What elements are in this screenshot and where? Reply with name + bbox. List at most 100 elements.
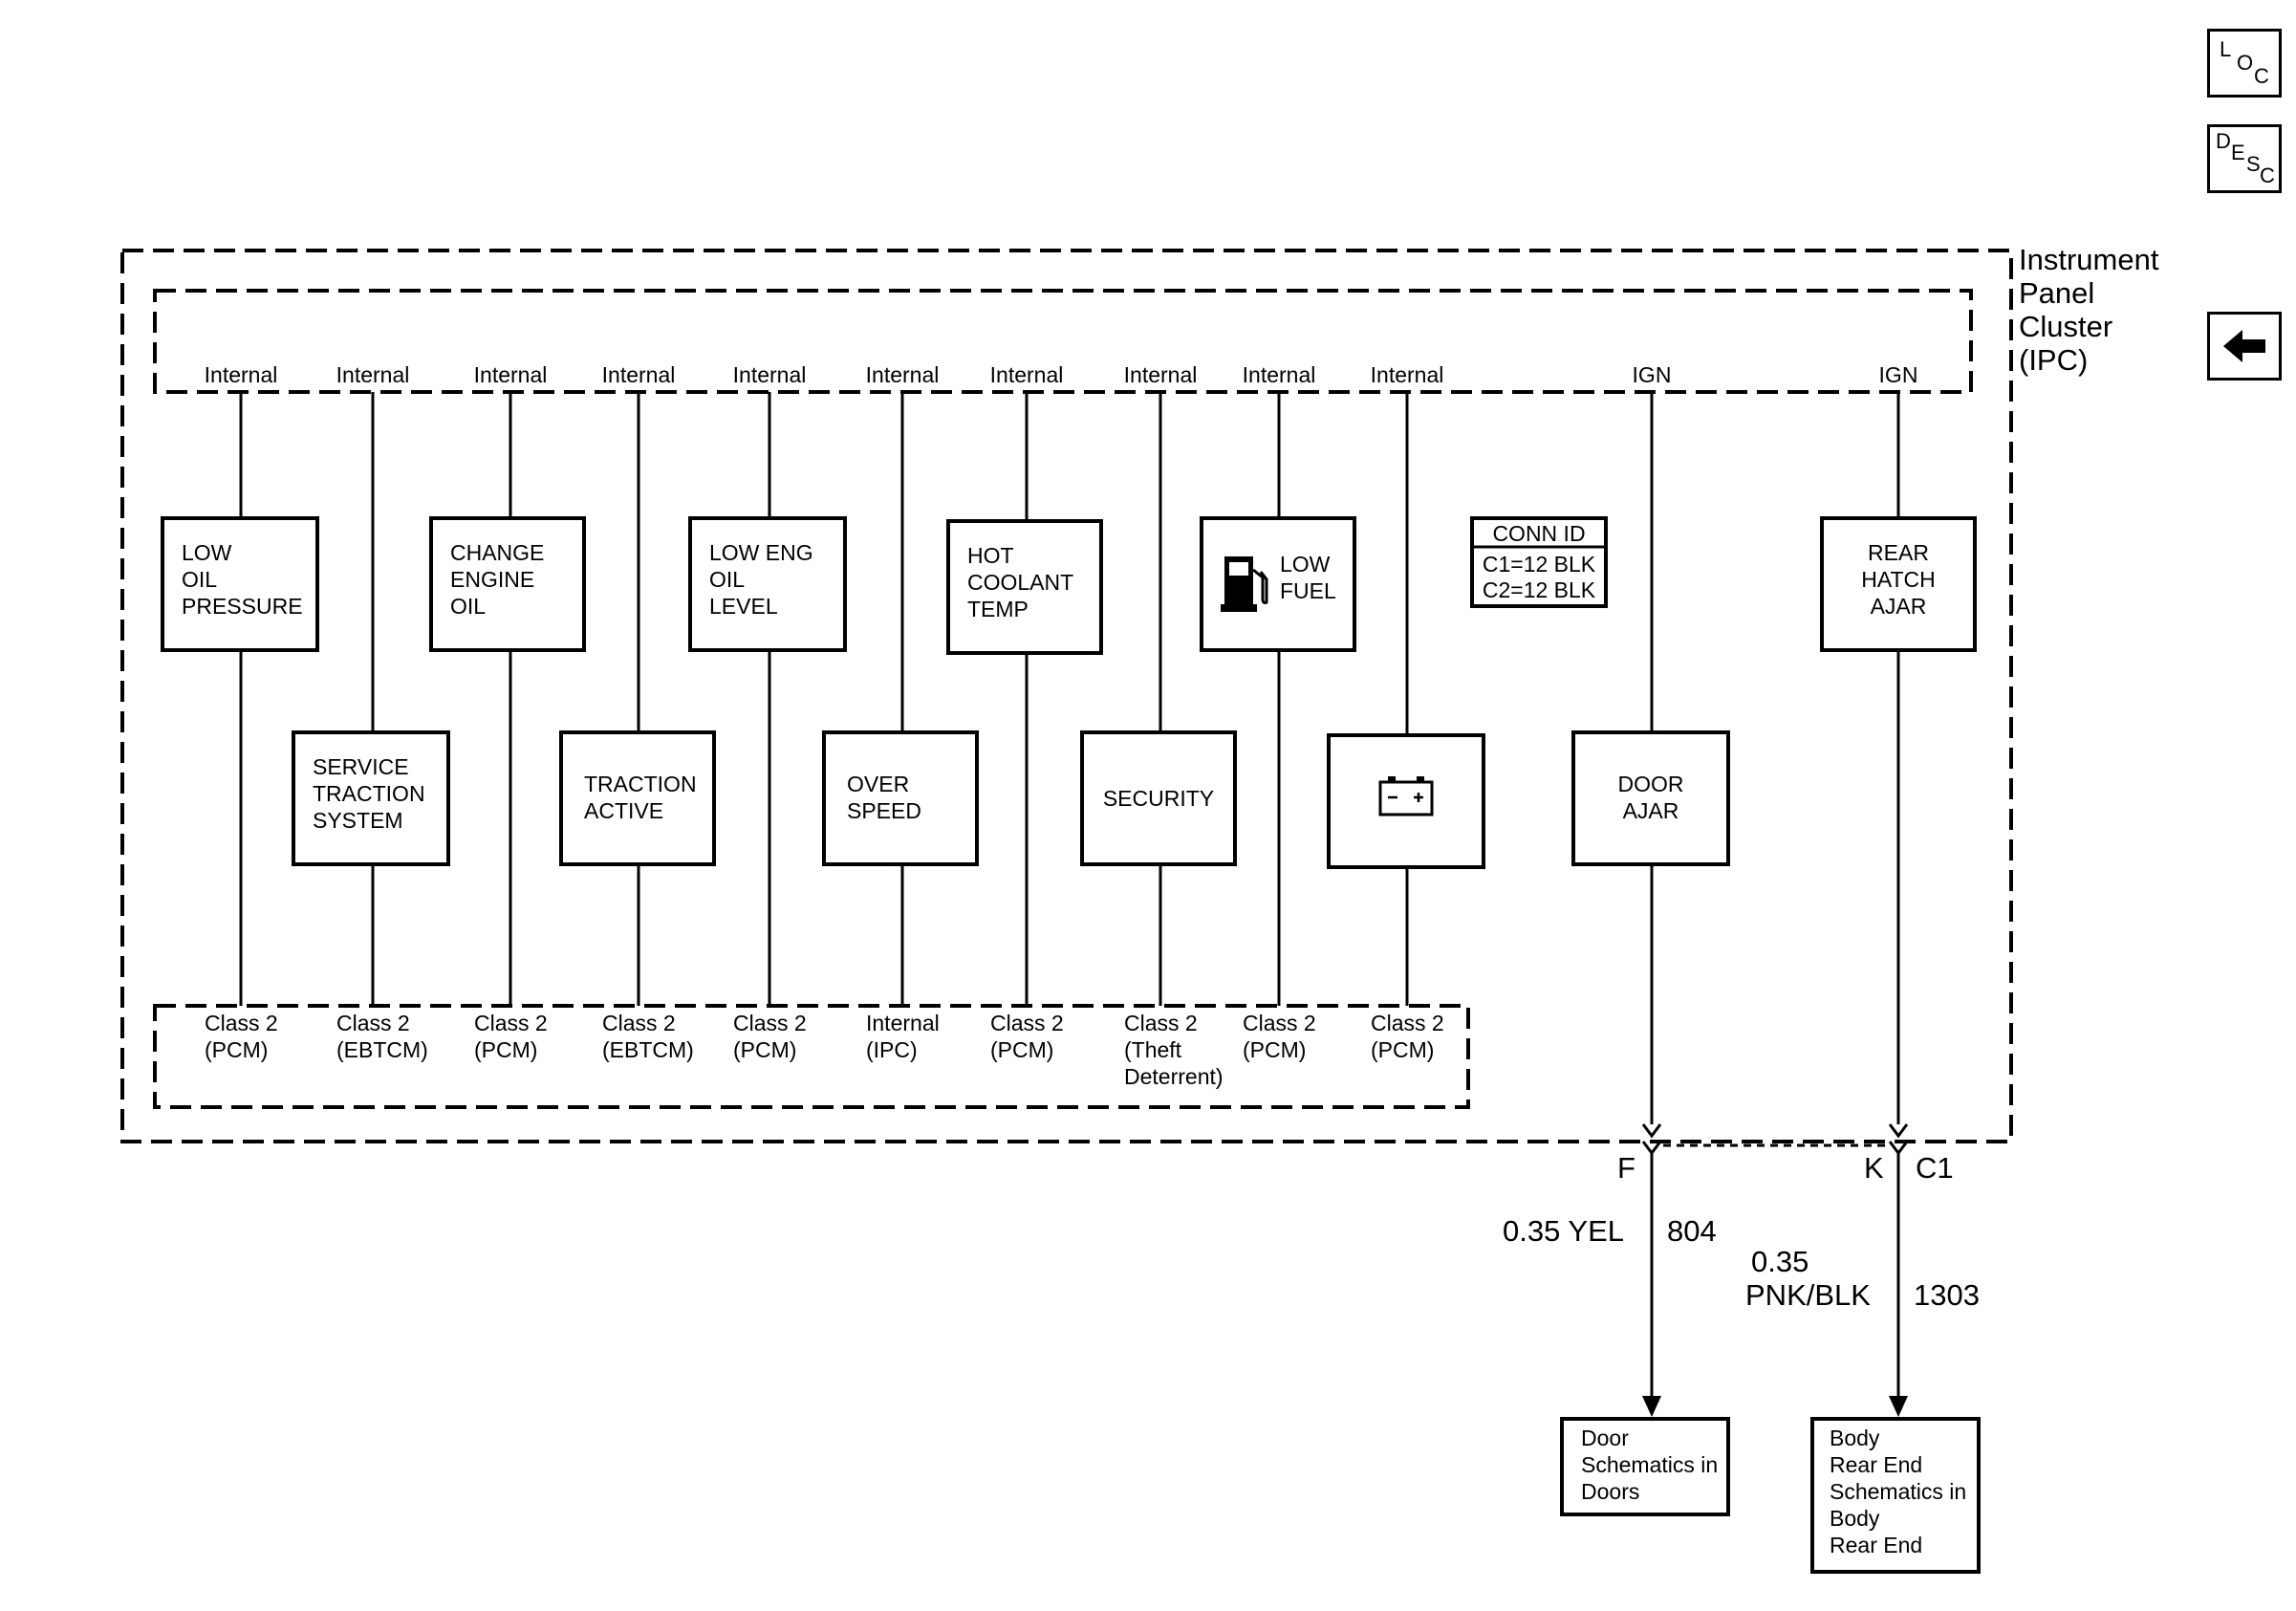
bottom-label: Class 2 — [990, 1011, 1064, 1035]
indicator-box — [1571, 730, 1730, 866]
conn-id-row: C1=12 BLK — [1483, 552, 1596, 577]
indicator-label: LOW — [1280, 552, 1331, 577]
desc-letter-d: D — [2216, 129, 2231, 153]
bottom-label: Class 2 — [336, 1011, 410, 1035]
labels: InstrumentPanelCluster(IPC)InternalLOWOI… — [182, 243, 2159, 1557]
bottom-label: (EBTCM) — [602, 1037, 694, 1062]
desc-button[interactable]: D E S C — [2207, 124, 2282, 193]
indicator-box — [822, 730, 979, 866]
conn-id-title: CONN ID — [1492, 521, 1585, 546]
arrow-head — [1642, 1396, 1661, 1417]
conn-id-box — [1470, 516, 1608, 608]
bottom-label: (PCM) — [1243, 1037, 1306, 1062]
indicator-label: OIL — [709, 567, 745, 592]
indicator-label: LEVEL — [709, 594, 778, 619]
desc-letter-s: S — [2246, 152, 2261, 176]
connector-pin-label: F — [1617, 1151, 1635, 1185]
bottom-label: (PCM) — [990, 1037, 1053, 1062]
bottom-label: (PCM) — [1371, 1037, 1434, 1062]
indicator-box — [1327, 733, 1485, 869]
top-label-ign: IGN — [1633, 362, 1672, 387]
battery-icon — [1378, 776, 1434, 816]
indicator-label: SECURITY — [1103, 786, 1214, 811]
loc-letter-o: O — [2237, 51, 2254, 75]
bottom-label: Class 2 — [1243, 1011, 1316, 1035]
left-arrow-icon — [2223, 330, 2265, 362]
indicator-label: AJAR — [1623, 798, 1679, 823]
indicator-box — [688, 516, 847, 652]
ipc-title-line: Cluster — [2019, 310, 2112, 343]
indicator-label: LOW — [182, 540, 232, 565]
bottom-label: (IPC) — [866, 1037, 918, 1062]
top-label-internal: Internal — [474, 362, 548, 387]
top-label-internal: Internal — [990, 362, 1064, 387]
bottom-label: (PCM) — [474, 1037, 537, 1062]
loc-letter-l: L — [2220, 37, 2232, 61]
bottom-label: Class 2 — [1371, 1011, 1444, 1035]
loc-button[interactable]: L O C — [2207, 29, 2282, 98]
indicator-box — [1200, 516, 1356, 652]
destination-label: Door — [1581, 1426, 1629, 1450]
destination-label: Rear End — [1830, 1533, 1922, 1557]
dashed-frames — [120, 249, 2013, 1143]
ipc-bottom-frame — [153, 1004, 1470, 1109]
bottom-label: Class 2 — [602, 1011, 676, 1035]
fuel-pump-base — [1221, 604, 1257, 612]
bottom-label: Deterrent) — [1124, 1064, 1224, 1089]
bottom-label: (PCM) — [733, 1037, 796, 1062]
ipc-outer-frame — [120, 249, 2013, 1143]
bottom-label: (EBTCM) — [336, 1037, 428, 1062]
top-label-ign: IGN — [1879, 362, 1918, 387]
desc-letter-e: E — [2231, 141, 2245, 164]
battery-terminal-neg — [1388, 776, 1396, 782]
indicator-label: CHANGE — [450, 540, 544, 565]
wire-spec: 0.35 YEL — [1503, 1214, 1624, 1248]
top-label-internal: Internal — [733, 362, 807, 387]
indicator-box — [161, 516, 319, 652]
indicator-label: TEMP — [967, 597, 1029, 621]
indicator-box — [559, 730, 716, 866]
indicator-label: PRESSURE — [182, 594, 303, 619]
indicator-label: OIL — [182, 567, 217, 592]
bottom-label: (Theft — [1124, 1037, 1182, 1062]
destination-label: Schematics in — [1830, 1479, 1966, 1504]
ipc-top-frame — [153, 289, 1973, 394]
ipc-title-line: Panel — [2019, 276, 2094, 310]
indicator-label: ENGINE — [450, 567, 534, 592]
bottom-label: Class 2 — [1124, 1011, 1198, 1035]
top-label-internal: Internal — [336, 362, 410, 387]
battery-body — [1378, 780, 1434, 816]
circuit-number: 1303 — [1914, 1278, 1980, 1312]
top-label-internal: Internal — [602, 362, 676, 387]
top-label-internal: Internal — [1124, 362, 1198, 387]
indicator-label: ACTIVE — [584, 798, 663, 823]
conn-id-row: C2=12 BLK — [1483, 577, 1596, 602]
ipc-title-line: Instrument — [2019, 243, 2159, 276]
fuel-pump-window — [1229, 562, 1248, 576]
top-label-internal: Internal — [205, 362, 278, 387]
indicator-label: AJAR — [1871, 594, 1927, 619]
indicator-box — [1080, 730, 1237, 866]
destination-label: Rear End — [1830, 1452, 1922, 1477]
bottom-label: Class 2 — [474, 1011, 548, 1035]
wire-spec: 0.35 — [1751, 1245, 1809, 1278]
connector-pin-female — [1641, 1123, 1662, 1139]
back-button[interactable] — [2207, 312, 2282, 381]
destination-label: Body — [1830, 1426, 1880, 1450]
bottom-label: Class 2 — [205, 1011, 278, 1035]
indicator-box — [429, 516, 586, 652]
loc-letter-c: C — [2254, 64, 2269, 88]
indicator-label: TRACTION — [313, 781, 425, 806]
indicator-label: OVER — [847, 772, 909, 796]
top-label-internal: Internal — [1243, 362, 1316, 387]
top-label-internal: Internal — [1371, 362, 1444, 387]
destination-label: Doors — [1581, 1479, 1639, 1504]
indicator-box — [292, 730, 450, 866]
destination-box-door — [1560, 1417, 1730, 1516]
battery-terminal-pos — [1417, 776, 1424, 782]
wires — [239, 392, 1909, 1417]
connector-pin-label: K — [1864, 1151, 1884, 1185]
bottom-label: (PCM) — [205, 1037, 268, 1062]
top-label-internal: Internal — [866, 362, 940, 387]
